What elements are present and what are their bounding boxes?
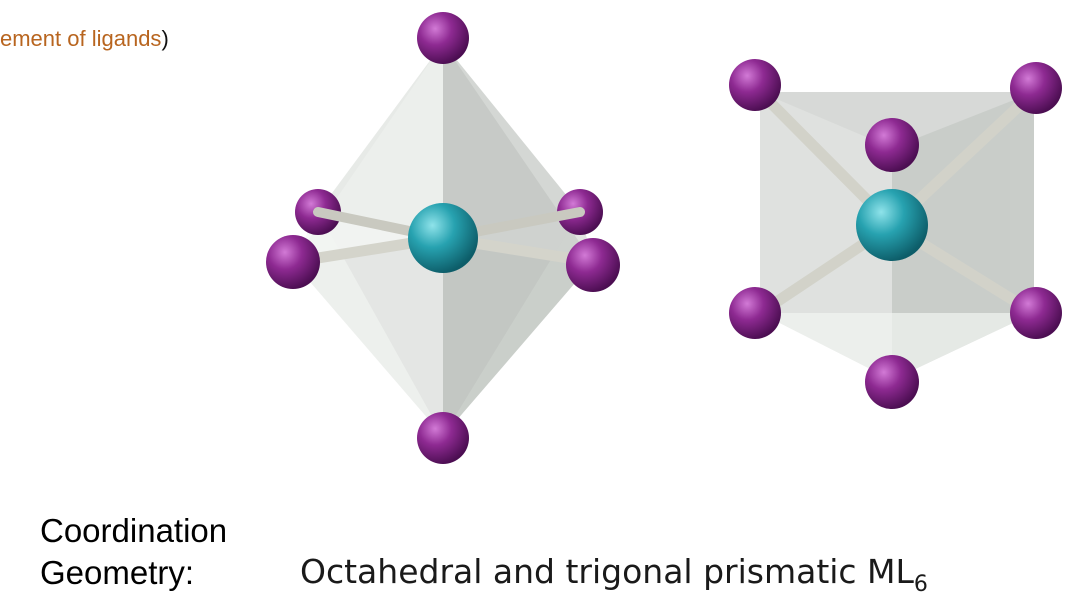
ligand-atom xyxy=(1010,287,1062,339)
metal-atom xyxy=(408,203,478,273)
trigonal-prismatic-figure xyxy=(729,59,1062,409)
ligand-atom xyxy=(865,118,919,172)
heading-close-paren: ) xyxy=(161,26,169,51)
octahedron-face-lower-back-right xyxy=(443,212,593,436)
label-line-1: Coordination xyxy=(40,512,228,549)
ligand-atom xyxy=(417,412,469,464)
caption-text: Octahedral and trigonal prismatic ML xyxy=(300,552,914,591)
prism-face-left xyxy=(760,92,892,380)
octahedron-face-lower-back-left xyxy=(293,212,443,436)
coordination-geometry-label: Coordination Geometry: xyxy=(40,510,227,594)
prism-face-right xyxy=(892,92,1034,380)
caption-subscript: 6 xyxy=(913,572,928,597)
ligand-atom xyxy=(266,235,320,289)
label-line-2: Geometry: xyxy=(40,554,195,591)
octahedron-face-front-right xyxy=(443,43,593,262)
ligand-atom xyxy=(1010,62,1062,114)
ligand-atom xyxy=(566,238,620,292)
heading-fragment: ement of ligands) xyxy=(0,26,169,52)
ligand-atom xyxy=(729,287,781,339)
ligand-atom xyxy=(417,12,469,64)
heading-text: ement of ligands xyxy=(0,26,162,51)
metal-atom xyxy=(856,189,928,261)
coordination-diagram xyxy=(266,12,1062,464)
geometry-caption: Octahedral and trigonal prismatic ML6 xyxy=(300,551,928,606)
ligand-atom xyxy=(865,355,919,409)
octahedral-figure xyxy=(266,12,620,464)
ligand-atom xyxy=(729,59,781,111)
